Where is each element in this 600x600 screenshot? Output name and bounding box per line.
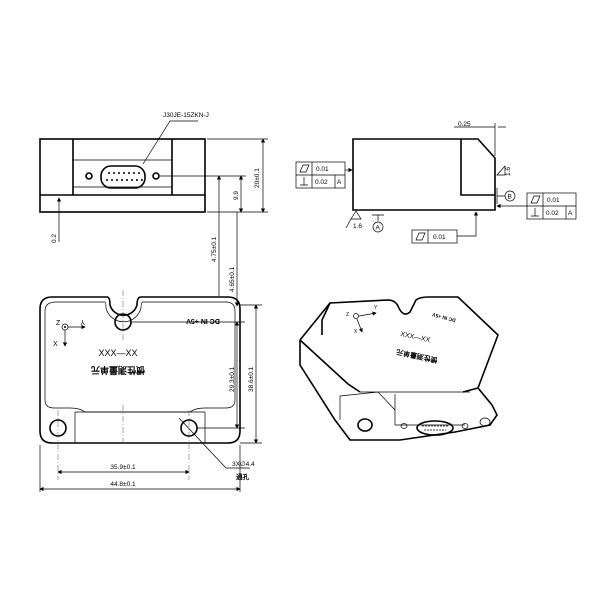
connector-pins [106,172,143,181]
connector-leader [142,120,198,165]
side-view: 0.25 1.6 1.6 A B 0.01 0.01 0.02 A [295,121,577,244]
chamfer-dim-lines [454,123,506,156]
isometric-view: Z Y X DC IN +5V XXX—XX 惯性测量单元 [299,296,499,441]
flatness-icon [530,195,541,204]
screw-right-icon [152,172,160,180]
tolerance-frame-left: 0.01 0.02 A [295,161,353,189]
top-inner-outline [44,301,236,413]
dim-length: 38.6±0.1 [248,366,255,392]
front-body-outline [39,138,206,213]
dim-hole-pitch-v: 29.3±0.1 [229,366,236,392]
dim-gap: 0.2 [51,234,58,243]
hole-leader [178,417,250,469]
datum-ref: A [568,210,573,217]
iso-y-axis-arrow [358,311,377,317]
model-label: XXX—XX [98,348,137,358]
product-name: 惯性测量单元 [91,365,145,376]
datum-b-circle [504,190,516,202]
dim-connector-height: 9.9 [233,191,240,200]
dim-chamfer: 0.25 [458,121,471,128]
dim-hole-pitch-h: 35.9±0.1 [110,464,136,471]
roughness-side-icon [496,165,506,176]
perpendicularity-value: 0.02 [315,179,328,186]
top-body-outline [39,296,241,444]
datum-ref: A [337,179,342,186]
roughness-side: 1.6 [505,167,512,176]
dim-height: 20±0.1 [254,168,261,188]
flatness-value: 0.01 [316,166,329,173]
connector-label: J30JE-15ZKN-J [163,112,209,119]
iso-back-edge [321,302,331,335]
iso-db15-connector [416,420,454,436]
axis-y-label: Y [80,318,85,325]
iso-model-label: XXX—XX [400,331,431,344]
iso-screw-left-icon [400,423,408,429]
roughness-bottom: 1.6 [353,223,362,230]
iso-top-face [299,296,499,393]
datum-b-symbol [496,188,505,204]
datum-a: A [376,225,381,232]
top-view: Z Y X DC IN +5V XXX—XX 惯性测量单元 29.3±0.1 3… [39,290,262,492]
iso-axis-z-label: Z [346,312,349,318]
hole-type: 通孔 [236,472,250,481]
hole-spec: 3X∅4.4 [232,461,255,468]
dim-offset-2: 4.65±0.1 [229,266,236,292]
power-label: DC IN +5V [186,317,220,324]
side-step-line [460,139,495,196]
flatness-value: 0.01 [547,197,560,204]
flatness-icon [415,232,426,241]
db15-connector [100,165,146,189]
dim-width: 44.8±0.1 [110,481,136,488]
axis-x-label: X [53,341,58,348]
center-lines [57,290,190,480]
screw-left-icon [85,172,93,180]
iso-mounting-hole-left [357,418,373,432]
datum-b: B [508,194,512,201]
flatness-value: 0.01 [433,234,446,241]
perpendicularity-icon [531,208,539,217]
iso-mounting-hole-right [479,417,491,427]
front-connector-band [73,159,172,188]
flatness-frame-bottom: 0.01 [411,211,479,244]
flatness-icon [299,164,310,173]
perpendicularity-icon [300,177,308,186]
iso-front-recess [339,391,470,426]
iso-product-name: 惯性测量单元 [395,347,438,365]
side-body-outline [352,138,496,211]
front-side-blocks [40,139,205,196]
iso-top-front-edge [299,339,361,393]
tolerance-frame-right: 0.01 0.02 A [496,192,577,220]
iso-axis-y-label: Y [374,305,378,311]
iso-connector-pins [422,425,448,431]
iso-power-label: DC IN +5V [431,311,456,323]
perpendicularity-value: 0.02 [546,210,559,217]
extension-lines [160,138,268,213]
axis-z-label: Z [56,320,61,327]
iso-body-outline [299,340,498,441]
front-view: J30JE-15ZKN-J 20±0.1 9.9 0.2 4.75±0.1 4.… [39,112,268,307]
datum-a-circle [372,221,384,233]
datum-a-symbol [372,214,384,221]
mounting-flange [74,411,206,443]
iso-x-axis-arrow [356,318,363,333]
dim-offset-1: 4.75±0.1 [211,236,218,262]
extension-lines [39,304,262,492]
roughness-bottom-icon [345,210,362,229]
iso-screw-right-icon [461,423,469,429]
iso-axis-x-label: X [354,329,358,335]
iso-z-axis-icon [353,313,359,319]
